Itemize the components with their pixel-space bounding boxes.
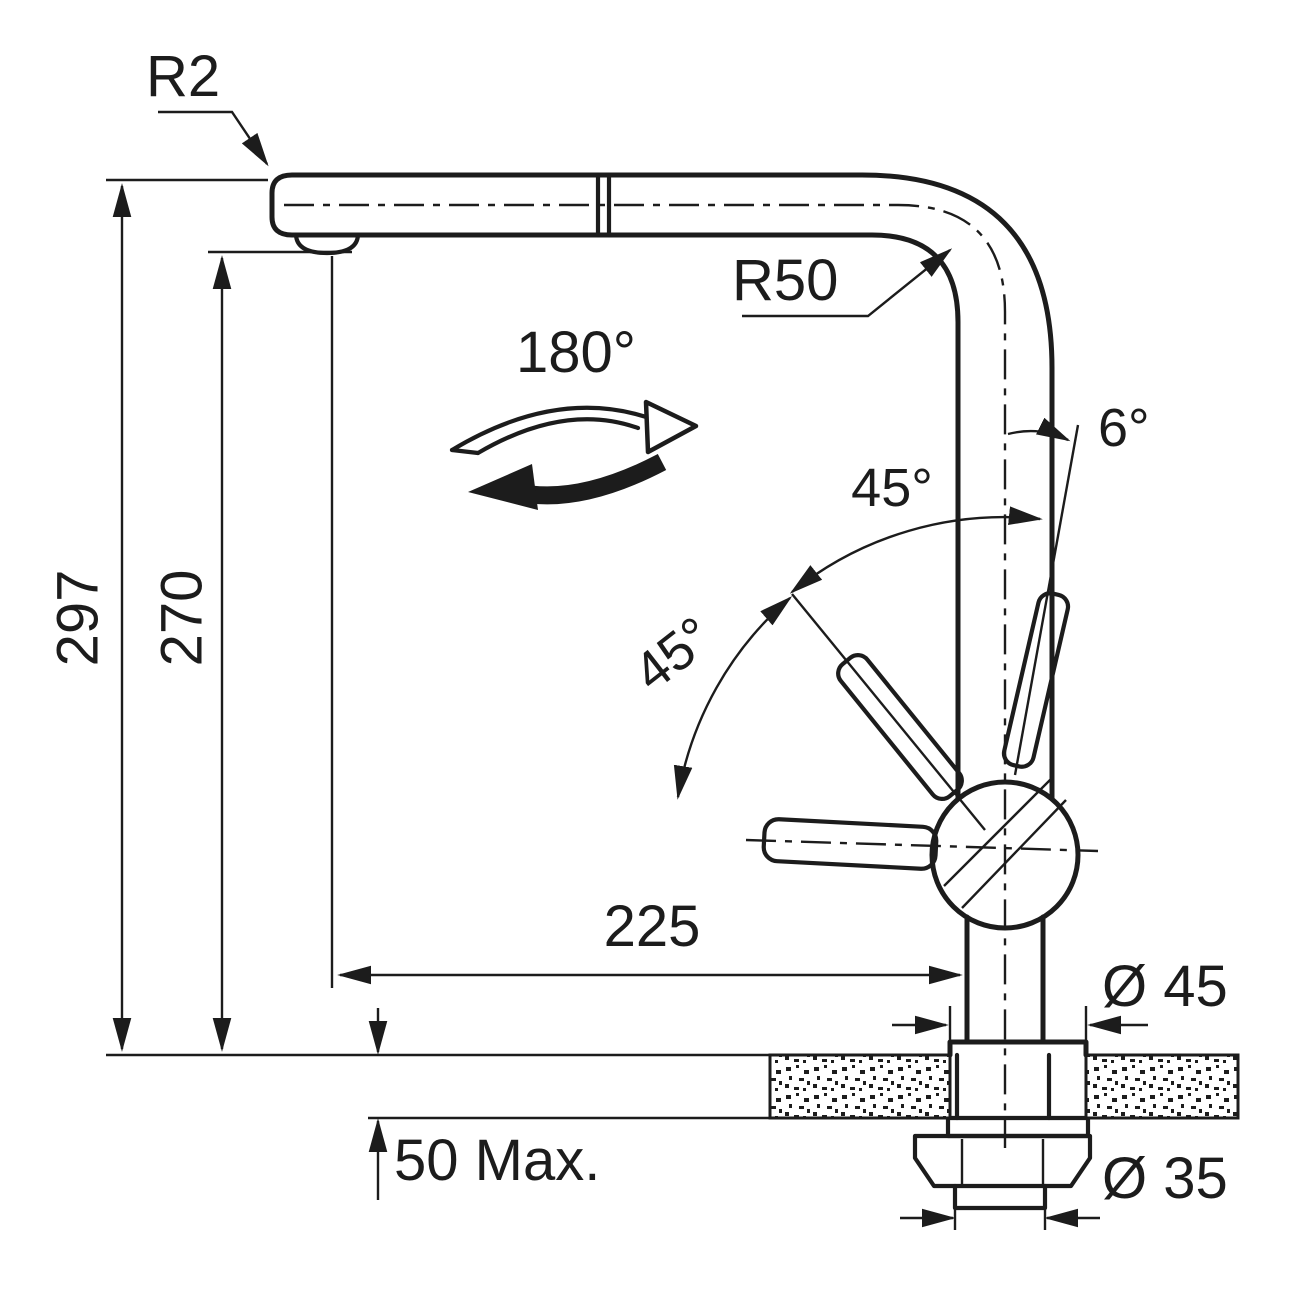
faucet-body	[269, 172, 1093, 1211]
swivel-band-cap	[449, 447, 481, 456]
angle-arc-6deg	[1007, 417, 1071, 442]
handle-tilt-axis-line	[1013, 424, 1080, 776]
swivel-symbol	[449, 399, 699, 510]
swivel-solid-arrowhead-icon	[468, 464, 538, 510]
base-flange	[947, 1039, 1089, 1058]
spout-centerline	[284, 203, 1007, 1148]
swivel-open-arrowhead-icon	[643, 399, 699, 455]
spray-outlet-bump	[293, 232, 361, 256]
handle-positions	[761, 424, 1080, 871]
label-180deg: 180°	[516, 320, 636, 385]
label-r50: R50	[732, 248, 838, 313]
mounting-washer	[945, 1115, 1091, 1139]
countertop-right-section	[1084, 1053, 1240, 1120]
label-dia45: Ø 45	[1102, 954, 1228, 1019]
handle-horizontal	[761, 817, 939, 871]
label-297: 297	[46, 570, 111, 667]
label-50max: 50 Max.	[394, 1128, 600, 1193]
spout-tube-outline	[269, 172, 1055, 802]
dimension-lines	[112, 110, 1148, 1228]
label-225: 225	[604, 894, 701, 959]
angle-arc-45-lower	[673, 596, 793, 800]
ball-joint	[929, 779, 1081, 931]
leader-r2	[158, 110, 269, 167]
label-270: 270	[150, 570, 215, 667]
leader-r50	[742, 248, 953, 318]
label-45deg-lower: 45°	[623, 605, 724, 703]
label-r2: R2	[146, 44, 220, 109]
countertop-left-section	[768, 1053, 952, 1120]
swivel-band-inner-arc	[475, 417, 641, 456]
swivel-solid-arc	[514, 454, 667, 505]
countertop	[768, 1053, 1240, 1120]
ball-joint-detail-1	[943, 777, 1053, 887]
handle-upright	[1001, 591, 1071, 769]
mounting-nut	[912, 1133, 1093, 1189]
label-6deg: 6°	[1098, 398, 1150, 458]
handle-45-axis-line	[791, 593, 986, 831]
label-dia35: Ø 35	[1102, 1146, 1228, 1211]
label-45deg-upper: 45°	[851, 458, 933, 518]
swivel-band-outer-arc	[449, 405, 658, 453]
threaded-shank	[952, 1183, 1048, 1211]
angle-arc-45-upper	[789, 506, 1043, 594]
handle-centerline	[745, 838, 1099, 853]
ball-joint-detail-2	[961, 799, 1067, 909]
